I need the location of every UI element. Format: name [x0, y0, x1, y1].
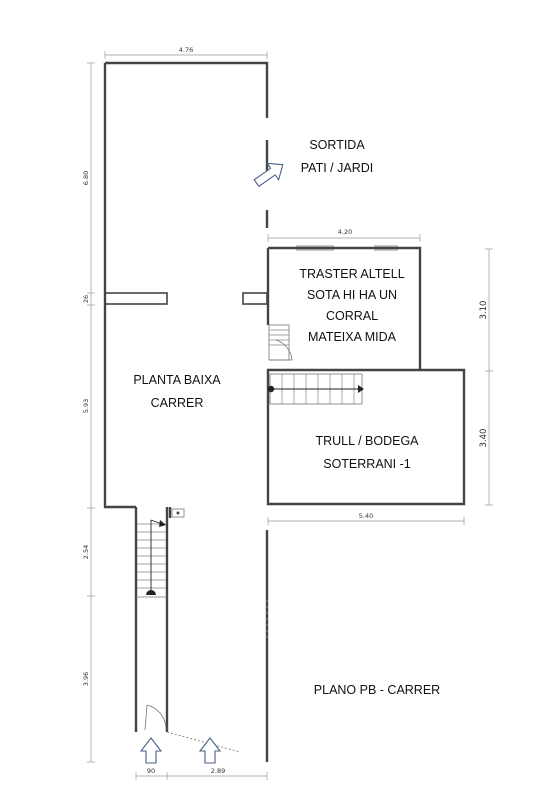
storage-windows: [296, 245, 398, 251]
plan-title: PLANO PB - CARRER: [314, 683, 440, 697]
arrow-up-icon: [139, 737, 163, 764]
exit-label-1: SORTIDA: [309, 138, 365, 152]
dim-top-width: 4.76: [179, 46, 193, 54]
arrow-up-right-icon: [253, 162, 284, 188]
walls: [103, 61, 466, 762]
dim-right-2: 3.40: [479, 429, 489, 448]
exit-label-2: PATI / JARDI: [301, 161, 373, 175]
storage-label-3: CORRAL: [326, 309, 378, 323]
dim-bottom-right: 2.89: [211, 767, 225, 775]
dim-bottom-left: 90: [147, 767, 155, 775]
cellar-label-2: SOTERRANI -1: [323, 457, 411, 471]
corridor-stair: [137, 508, 185, 595]
storage-label-4: MATEIXA MIDA: [308, 330, 397, 344]
storage-label-2: SOTA HI HA UN: [307, 288, 397, 302]
dim-storage-width: 4.20: [338, 228, 352, 236]
entry-door: [144, 704, 241, 753]
dim-right-1: 3.10: [479, 301, 489, 320]
dim-left-4: 2.54: [82, 545, 90, 559]
dimension-lines: [87, 51, 493, 780]
dim-left-1: 6.80: [82, 171, 90, 185]
main-room-label-2: CARRER: [151, 396, 204, 410]
cellar-label-1: TRULL / BODEGA: [315, 434, 419, 448]
storage-label-1: TRASTER ALTELL: [299, 267, 404, 281]
cellar-stair: [267, 373, 364, 405]
arrow-up-icon: [198, 737, 222, 764]
dim-left-3: 5.93: [82, 399, 90, 413]
storage-stair: [268, 324, 293, 361]
dim-cellar-width: 5.40: [359, 512, 373, 520]
dim-left-5: 3.96: [82, 672, 90, 686]
main-room-label-1: PLANTA BAIXA: [133, 373, 221, 387]
dim-left-2: 26: [82, 295, 90, 303]
